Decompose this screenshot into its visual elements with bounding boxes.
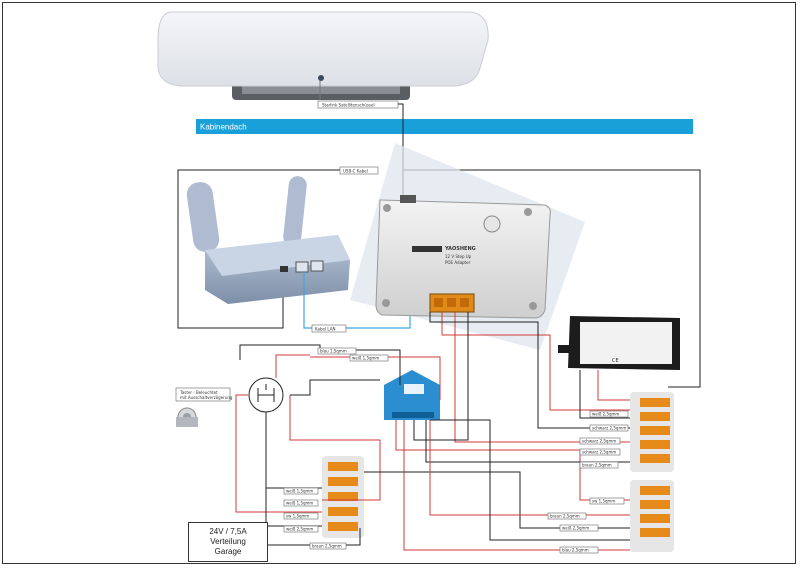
wires (235, 312, 630, 551)
wago-right-top (630, 392, 674, 472)
wago-left (322, 456, 364, 538)
svg-text:weiß 2,5qmm: weiß 2,5qmm (286, 527, 313, 532)
svg-text:sw 1,5qmm: sw 1,5qmm (286, 514, 309, 519)
garage-line-1: 24V / 7,5A (209, 527, 247, 536)
svg-text:USB-C Kabel: USB-C Kabel (343, 169, 368, 174)
poe-adapter: YAOSHENG 12 V Step Up POE Adapter (375, 195, 551, 319)
svg-text:weiß 1,5qmm: weiß 1,5qmm (286, 501, 313, 506)
svg-text:schwarz 2,5qmm: schwarz 2,5qmm (592, 426, 626, 431)
svg-text:Kabinendach: Kabinendach (200, 123, 247, 132)
taster-button (176, 407, 198, 427)
tag-lan: Kabel LAN (311, 324, 347, 333)
svg-text:weiß 2,5qmm: weiß 2,5qmm (562, 526, 589, 531)
garage-line-3: Garage (214, 547, 242, 556)
garage-line-2: Verteilung (210, 537, 246, 546)
wire-tags: blau 1,5qmm weiß 1,5qmm weiß 2,5qmm schw… (283, 347, 629, 554)
svg-text:weiß 1,5qmm: weiß 1,5qmm (286, 489, 313, 494)
relay-module (384, 370, 440, 420)
svg-text:schwarz 2,5qmm: schwarz 2,5qmm (582, 439, 616, 444)
svg-text:weiß 2,5qmm: weiß 2,5qmm (592, 412, 619, 417)
svg-text:blau 1,5qmm: blau 1,5qmm (320, 349, 347, 354)
svg-text:12 V Step Up: 12 V Step Up (445, 254, 472, 259)
svg-text:Starlink Satellitenschüssel: Starlink Satellitenschüssel (322, 103, 375, 108)
svg-text:schwarz 2,5qmm: schwarz 2,5qmm (582, 450, 616, 455)
svg-text:blau 2,5qmm: blau 2,5qmm (562, 548, 589, 553)
tag-dish: Starlink Satellitenschüssel (317, 100, 399, 109)
svg-text:CE: CE (612, 358, 619, 364)
tag-usbc: USB-C Kabel (339, 166, 379, 175)
svg-text:Kabel LAN: Kabel LAN (315, 327, 335, 332)
svg-text:mit Ausschaltverzögerung: mit Ausschaltverzögerung (180, 395, 233, 400)
svg-text:Taster - Beleuchtet: Taster - Beleuchtet (179, 390, 218, 395)
svg-text:braun 2,5qmm: braun 2,5qmm (582, 463, 612, 468)
tag-taster: Taster - Beleuchtet mit Ausschaltverzöge… (175, 387, 233, 402)
svg-text:braun 2,5qmm: braun 2,5qmm (550, 514, 580, 519)
svg-text:weiß 1,5qmm: weiß 1,5qmm (352, 356, 379, 361)
roof-bar: Kabinendach (196, 119, 693, 134)
wago-right-bottom (630, 480, 674, 552)
svg-text:POE Adapter: POE Adapter (445, 260, 471, 265)
svg-text:braun 2,5qmm: braun 2,5qmm (312, 544, 342, 549)
svg-text:sw 1,5qmm: sw 1,5qmm (592, 499, 615, 504)
travel-router (186, 176, 350, 304)
starlink-dish (157, 11, 489, 100)
dc-converter: CE (558, 316, 680, 370)
taster-symbol (248, 377, 284, 413)
svg-text:YAOSHENG: YAOSHENG (444, 246, 476, 252)
garage-distribution-box: 24V / 7,5A Verteilung Garage (188, 522, 268, 562)
